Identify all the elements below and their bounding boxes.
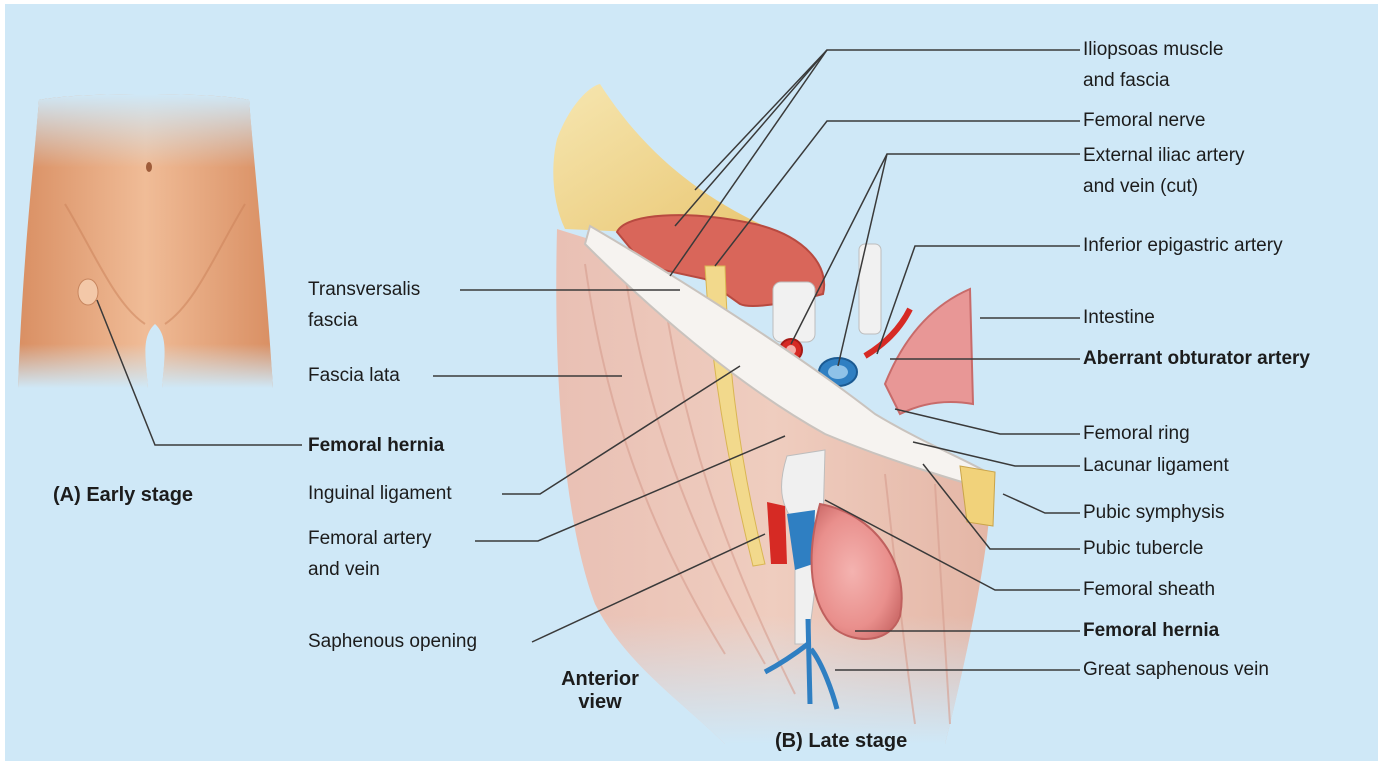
label-intestine: Intestine <box>1083 302 1155 333</box>
label-femoral-artery-line2: and vein <box>308 554 432 585</box>
label-fascia-lata: Fascia lata <box>308 360 400 391</box>
figure: (A) Early stage (B) Late stage Anterior … <box>5 4 1378 761</box>
label-lacunar-ligament: Lacunar ligament <box>1083 450 1229 481</box>
panel-b-dissection <box>553 84 995 744</box>
label-inferior-epigastric: Inferior epigastric artery <box>1083 230 1283 261</box>
label-transversalis-fascia: Transversalis fascia <box>308 274 420 336</box>
label-saphenous-opening: Saphenous opening <box>308 626 477 657</box>
label-pubic-symphysis: Pubic symphysis <box>1083 497 1225 528</box>
anterior-view-line1: Anterior <box>550 668 650 691</box>
hernia-bulge <box>78 279 98 305</box>
caption-panel-a: (A) Early stage <box>53 484 193 507</box>
label-femoral-ring: Femoral ring <box>1083 418 1190 449</box>
label-external-iliac: External iliac artery and vein (cut) <box>1083 140 1245 202</box>
label-femoral-sheath: Femoral sheath <box>1083 574 1215 605</box>
label-femoral-nerve: Femoral nerve <box>1083 105 1206 136</box>
iliac-tube <box>773 282 815 342</box>
intestine <box>885 289 973 414</box>
label-pubic-tubercle: Pubic tubercle <box>1083 533 1203 564</box>
label-transversalis-line2: fascia <box>308 305 420 336</box>
navel <box>146 162 152 172</box>
label-iliopsoas-line1: Iliopsoas muscle <box>1083 34 1223 65</box>
panel-a-torso <box>18 94 273 388</box>
label-femoral-artery-vein: Femoral artery and vein <box>308 523 432 585</box>
label-femoral-artery-line1: Femoral artery <box>308 523 432 554</box>
label-great-saphenous-vein: Great saphenous vein <box>1083 654 1269 685</box>
label-external-iliac-line2: and vein (cut) <box>1083 171 1245 202</box>
label-external-iliac-line1: External iliac artery <box>1083 140 1245 171</box>
anterior-view-label: Anterior view <box>550 668 650 714</box>
label-iliopsoas-line2: and fascia <box>1083 65 1223 96</box>
label-iliopsoas: Iliopsoas muscle and fascia <box>1083 34 1223 96</box>
caption-panel-b: (B) Late stage <box>775 730 907 753</box>
label-femoral-hernia-left: Femoral hernia <box>308 430 444 461</box>
label-femoral-hernia-right: Femoral hernia <box>1083 615 1219 646</box>
label-inguinal-ligament: Inguinal ligament <box>308 478 452 509</box>
label-transversalis-line1: Transversalis <box>308 274 420 305</box>
anterior-view-line2: view <box>550 691 650 714</box>
label-aberrant-obturator: Aberrant obturator artery <box>1083 343 1310 374</box>
